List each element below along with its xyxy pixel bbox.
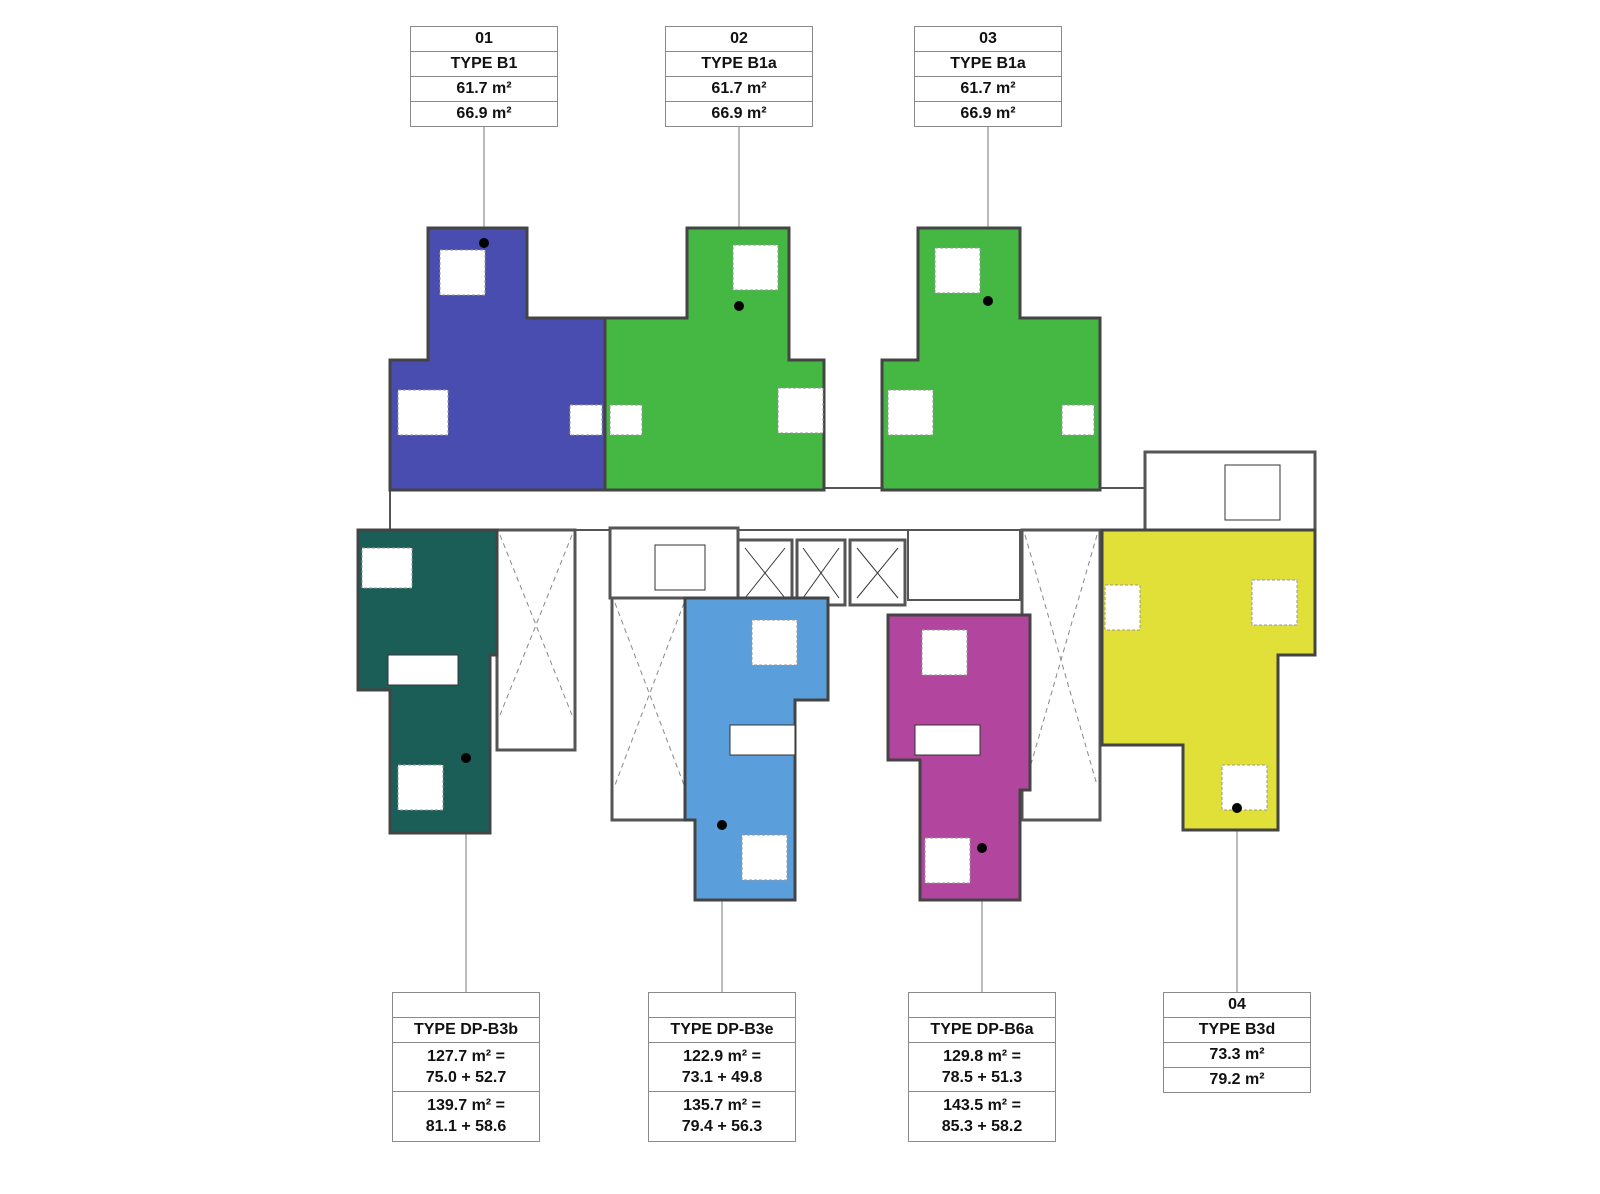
unit-area-1: 61.7 m² xyxy=(411,77,557,102)
voids xyxy=(495,528,1102,822)
area-split: 73.1 + 49.8 xyxy=(681,1069,763,1086)
unit-number xyxy=(649,993,795,1018)
dot-02 xyxy=(734,301,744,311)
area-split: 81.1 + 58.6 xyxy=(425,1118,507,1135)
label-unit-01: 01 TYPE B1 61.7 m² 66.9 m² xyxy=(410,26,558,127)
label-dp-b3e: TYPE DP-B3e 122.9 m² = 73.1 + 49.8 135.7 … xyxy=(648,992,796,1142)
label-unit-04: 04 TYPE B3d 73.3 m² 79.2 m² xyxy=(1163,992,1311,1093)
void-crosses xyxy=(499,534,1098,786)
unit-area-2: 66.9 m² xyxy=(960,105,1016,122)
void-1 xyxy=(495,528,577,752)
unit-area-1: 61.7 m² xyxy=(666,77,812,102)
label-dp-b6a: TYPE DP-B6a 129.8 m² = 78.5 + 51.3 143.5 … xyxy=(908,992,1056,1142)
unit-number: 03 xyxy=(915,27,1061,52)
unit-type-dp-b6a xyxy=(886,613,1032,902)
unit-number xyxy=(393,993,539,1018)
unit-type: TYPE B1 xyxy=(411,52,557,77)
unit-area-1: 129.8 m² = 78.5 + 51.3 xyxy=(909,1043,1055,1092)
area-total: 143.5 m² = xyxy=(943,1097,1021,1114)
elevator-crosses xyxy=(744,547,899,599)
area-total: 127.7 m² = xyxy=(427,1048,505,1065)
unit-area-2: 135.7 m² = 79.4 + 56.3 xyxy=(649,1092,795,1141)
unit-area-2: 66.9 m² xyxy=(456,105,512,122)
unit-area-1: 127.7 m² = 75.0 + 52.7 xyxy=(393,1043,539,1092)
unit-number: 04 xyxy=(1164,993,1310,1018)
unit-02-type-b1a xyxy=(603,226,826,492)
area-total: 139.7 m² = xyxy=(427,1097,505,1114)
unit-area-1: 61.7 m² xyxy=(915,77,1061,102)
unit-area-1: 122.9 m² = 73.1 + 49.8 xyxy=(649,1043,795,1092)
dot-03 xyxy=(983,296,993,306)
area-total: 122.9 m² = xyxy=(683,1048,761,1065)
label-unit-03: 03 TYPE B1a 61.7 m² 66.9 m² xyxy=(914,26,1062,127)
furniture xyxy=(361,244,1298,884)
area-total: 135.7 m² = xyxy=(683,1097,761,1114)
area-total: 129.8 m² = xyxy=(943,1048,1021,1065)
unit-type: TYPE B3d xyxy=(1164,1018,1310,1043)
area-split: 78.5 + 51.3 xyxy=(941,1069,1023,1086)
unit-area-2: 143.5 m² = 85.3 + 58.2 xyxy=(909,1092,1055,1141)
corridor xyxy=(389,487,1146,531)
area-split: 79.4 + 56.3 xyxy=(681,1118,763,1135)
dot-01 xyxy=(479,238,489,248)
unit-area-2: 66.9 m² xyxy=(711,105,767,122)
label-dp-b3b: TYPE DP-B3b 127.7 m² = 75.0 + 52.7 139.7 … xyxy=(392,992,540,1142)
dot-b3b xyxy=(461,753,471,763)
area-split: 75.0 + 52.7 xyxy=(425,1069,507,1086)
void-2 xyxy=(610,596,689,822)
unit-03-type-b1a xyxy=(880,226,1102,492)
unit-01-type-b1 xyxy=(388,226,607,492)
unit-number: 01 xyxy=(411,27,557,52)
dot-04 xyxy=(1232,803,1242,813)
unit-type: TYPE DP-B3e xyxy=(649,1018,795,1043)
unit-type: TYPE B1a xyxy=(666,52,812,77)
unit-number xyxy=(909,993,1055,1018)
unit-type: TYPE DP-B3b xyxy=(393,1018,539,1043)
area-split: 85.3 + 58.2 xyxy=(941,1118,1023,1135)
unit-area-2: 79.2 m² xyxy=(1209,1071,1265,1088)
dot-b6a xyxy=(977,843,987,853)
unit-04-type-b3d xyxy=(1100,528,1317,832)
service-rooms xyxy=(907,529,1021,601)
stairs xyxy=(387,464,1281,756)
void-3 xyxy=(1020,528,1102,822)
unit-number: 02 xyxy=(666,27,812,52)
unit-area-1: 73.3 m² xyxy=(1164,1043,1310,1068)
label-unit-02: 02 TYPE B1a 61.7 m² 66.9 m² xyxy=(665,26,813,127)
unit-area-2: 139.7 m² = 81.1 + 58.6 xyxy=(393,1092,539,1141)
leader-dots xyxy=(461,238,1242,853)
unit-type: TYPE DP-B6a xyxy=(909,1018,1055,1043)
unit-type: TYPE B1a xyxy=(915,52,1061,77)
dot-b3e xyxy=(717,820,727,830)
